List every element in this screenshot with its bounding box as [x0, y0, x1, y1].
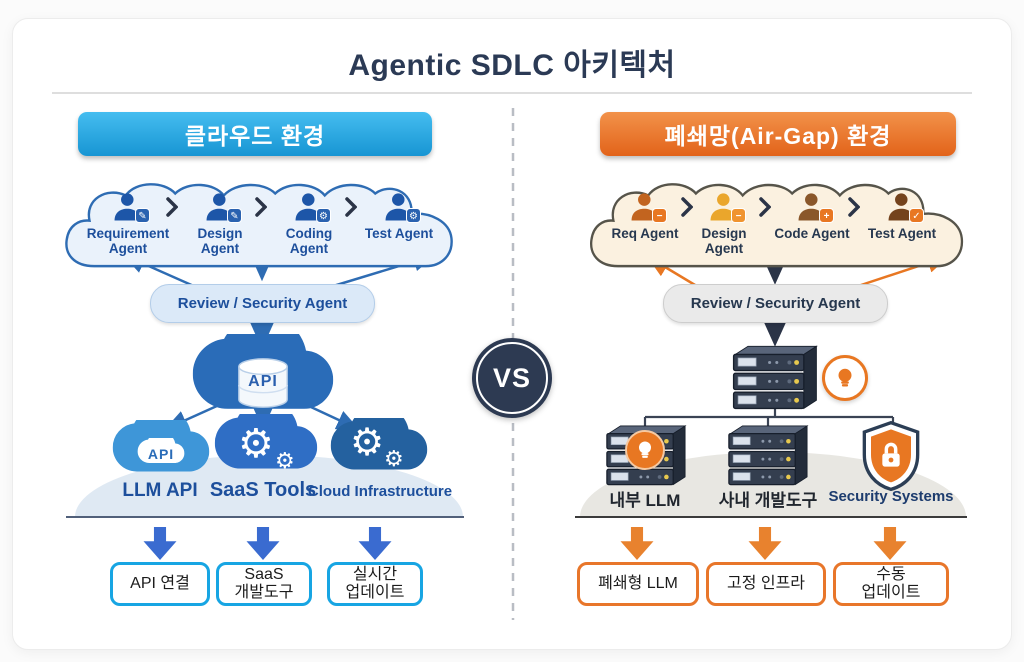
- check-badge-icon: ✓: [909, 208, 924, 223]
- gear-badge-icon: ⚙: [316, 208, 331, 223]
- vs-label: VS: [492, 362, 532, 393]
- gear-icon: ⚙: [275, 448, 295, 473]
- cloud-platform-baseline: [66, 516, 464, 518]
- agent-test-right: ✓ Test Agent: [854, 190, 950, 241]
- down-block-arrow-icon: [871, 527, 909, 560]
- review-label: Review / Security Agent: [690, 295, 861, 312]
- agent-test-left: ⚙ Test Agent: [351, 190, 447, 241]
- gear-icon: ⚙: [384, 446, 404, 471]
- plus-badge-icon: +: [819, 208, 834, 223]
- down-block-arrow-icon: [618, 527, 656, 560]
- down-block-arrow-icon: [746, 527, 784, 560]
- agent-person-icon: ✎: [202, 190, 242, 224]
- outcome-saas-tools: SaaS 개발도구: [216, 562, 312, 606]
- agent-design-left: ✎ Design Agent: [172, 190, 268, 256]
- agent-person-icon: +: [794, 190, 834, 224]
- page-title: Agentic SDLC 아키텍처: [348, 49, 676, 82]
- llm-api-label: LLM API: [122, 480, 198, 501]
- airgap-env-banner: 폐쇄망(Air-Gap) 환경: [600, 112, 956, 156]
- pencil-badge-icon: ✎: [135, 208, 150, 223]
- lightbulb-icon: [625, 430, 665, 470]
- cloud-infra-label: Cloud Infrastructure: [307, 483, 453, 500]
- down-block-arrow-icon: [244, 527, 282, 560]
- agent-person-icon: −: [627, 190, 667, 224]
- down-block-arrow-icon: [356, 527, 394, 560]
- llm-api-badge-label: API: [147, 446, 175, 462]
- gear-icon: ⚙: [238, 422, 274, 466]
- airgap-platform-baseline: [575, 516, 967, 518]
- agent-req: − Req Agent: [597, 190, 693, 241]
- outcome-closed-llm: 폐쇄형 LLM: [577, 562, 699, 606]
- chevron-right-icon: [681, 197, 693, 217]
- review-label: Review / Security Agent: [177, 295, 348, 312]
- title-divider: [52, 92, 972, 94]
- gear-badge-icon: ⚙: [406, 208, 421, 223]
- cloud-env-banner: 클라우드 환경: [78, 112, 432, 156]
- agent-person-icon: −: [706, 190, 746, 224]
- pencil-badge-icon: ✎: [227, 208, 242, 223]
- chevron-right-icon: [759, 197, 771, 217]
- lock-icon: [882, 442, 900, 467]
- minus-badge-icon: −: [652, 208, 667, 223]
- airgap-env-banner-label: 폐쇄망(Air-Gap) 환경: [664, 123, 892, 149]
- agent-requirement: ✎ Requirement Agent: [80, 190, 176, 256]
- agent-person-icon: ✓: [884, 190, 924, 224]
- database-icon: [238, 358, 288, 408]
- outcome-manual-update: 수동 업데이트: [833, 562, 949, 606]
- agent-coding: ⚙ Coding Agent: [261, 190, 357, 256]
- gear-icon: ⚙: [350, 422, 385, 464]
- saas-tools-label: SaaS Tools: [209, 479, 317, 501]
- minus-badge-icon: −: [731, 208, 746, 223]
- cloud-env-banner-label: 클라우드 환경: [184, 123, 326, 149]
- vs-badge: VS: [472, 338, 552, 418]
- down-block-arrow-icon: [141, 527, 179, 560]
- security-systems-label: Security Systems: [828, 488, 954, 505]
- chevron-right-icon: [848, 197, 860, 217]
- outcome-api-connect: API 연결: [110, 562, 210, 606]
- agent-code: + Code Agent: [764, 190, 860, 241]
- outcome-realtime-update: 실시간 업데이트: [327, 562, 423, 606]
- review-security-agent-right: Review / Security Agent: [663, 284, 888, 323]
- review-security-agent-left: Review / Security Agent: [150, 284, 375, 323]
- agent-person-icon: ⚙: [381, 190, 421, 224]
- devtools-label: 사내 개발도구: [718, 491, 818, 510]
- agent-person-icon: ✎: [110, 190, 150, 224]
- internal-llm-label: 내부 LLM: [609, 491, 681, 510]
- devtools-server-icon: [722, 420, 814, 488]
- lightbulb-badge-icon: [822, 355, 868, 401]
- security-shield-icon: [862, 420, 920, 492]
- api-label: API: [248, 373, 278, 390]
- agent-person-icon: ⚙: [291, 190, 331, 224]
- server-stack-icon: [727, 340, 823, 412]
- chevron-right-icon: [345, 197, 357, 217]
- chevron-right-icon: [255, 197, 267, 217]
- chevron-right-icon: [166, 197, 178, 217]
- outcome-fixed-infra: 고정 인프라: [706, 562, 826, 606]
